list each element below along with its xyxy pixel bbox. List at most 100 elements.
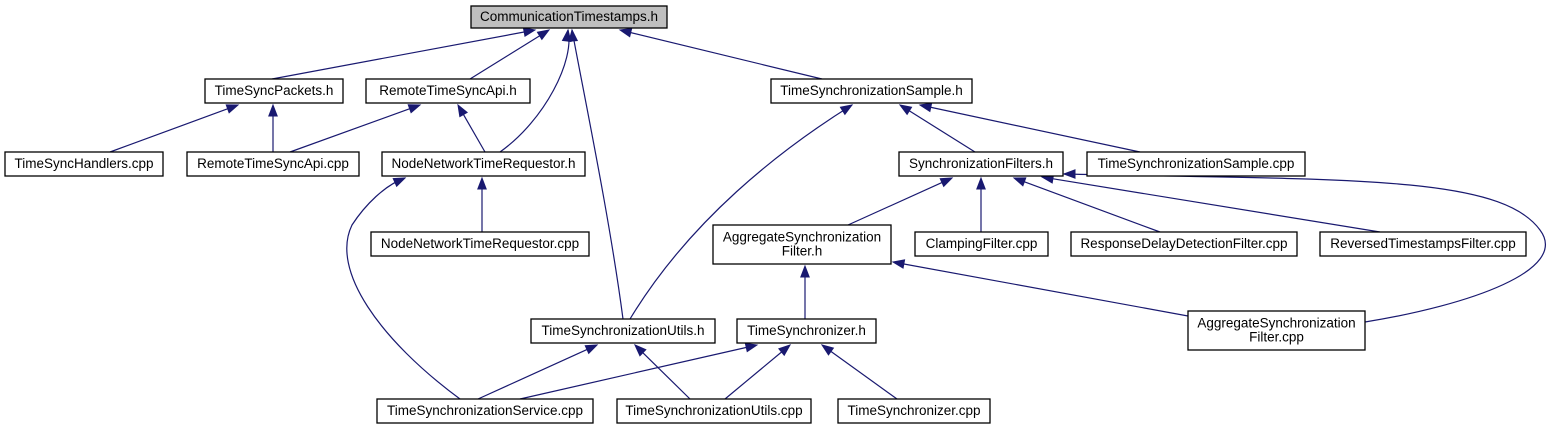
edge-line [828, 349, 898, 400]
node-node-network-time-requestor-cpp[interactable]: NodeNetworkTimeRequestor.cpp [370, 231, 590, 257]
edge-aggregate_synchronization_filter_cpp-to-aggregate_synchronization_filter_h [891, 259, 1189, 317]
edge-remote_time_sync_api_h-to-communication_timestamps_h [469, 29, 551, 80]
edge-remote_time_sync_api_cpp-to-time_sync_packets_h [268, 103, 278, 152]
node-box[interactable] [186, 151, 360, 177]
node-label: AggregateSynchronization [1197, 316, 1355, 331]
node-box[interactable] [616, 398, 812, 424]
node-box[interactable] [1070, 231, 1298, 257]
edge-arrowhead [568, 28, 579, 42]
node-time-synchronization-utils-h[interactable]: TimeSynchronizationUtils.h [530, 318, 716, 344]
edge-clamping_filter_cpp-to-synchronization_filters_h [976, 176, 986, 232]
node-box[interactable] [376, 398, 594, 424]
edge-line [346, 177, 461, 400]
edge-arrowhead [744, 342, 759, 353]
edge-line [461, 112, 486, 153]
edge-aggregate_synchronization_filter_cpp-to-synchronization_filters_h [1062, 169, 1546, 323]
edge-arrowhead [976, 176, 986, 190]
edge-line [847, 181, 945, 226]
edge-arrowhead [820, 344, 835, 356]
node-label: TimeSynchronizationUtils.h [541, 323, 704, 338]
node-remote-time-sync-api-cpp[interactable]: RemoteTimeSyncApi.cpp [186, 151, 360, 177]
node-label: TimeSyncPackets.h [215, 83, 334, 98]
node-label: AggregateSynchronization [723, 230, 881, 245]
edge-arrowhead [536, 29, 551, 41]
node-box[interactable] [4, 151, 164, 177]
node-label: TimeSynchronizer.h [747, 323, 866, 338]
node-box[interactable] [1319, 231, 1527, 257]
edge-arrowhead [561, 28, 572, 43]
node-synchronization-filters-h[interactable]: SynchronizationFilters.h [898, 151, 1064, 177]
node-box[interactable] [736, 318, 877, 344]
node-communication-timestamps-h[interactable]: CommunicationTimestamps.h [470, 5, 668, 29]
node-label: ReversedTimestampsFilter.cpp [1330, 236, 1516, 251]
edge-arrowhead [1062, 169, 1076, 179]
edge-arrowhead [1012, 177, 1027, 187]
edge-arrowhead [584, 344, 599, 355]
node-box[interactable] [370, 231, 590, 257]
edge-remote_time_sync_api_cpp-to-remote_time_sync_api_h [289, 104, 422, 153]
edge-aggregate_synchronization_filter_h-to-synchronization_filters_h [847, 177, 954, 226]
node-response-delay-detection-filter-cpp[interactable]: ResponseDelayDetectionFilter.cpp [1070, 231, 1298, 257]
edge-line [1063, 173, 1546, 323]
node-time-synchronizer-cpp[interactable]: TimeSynchronizer.cpp [837, 398, 991, 424]
edge-time_synchronizer_cpp-to-time_synchronizer_h [820, 344, 898, 400]
node-label: TimeSynchronizationUtils.cpp [625, 403, 802, 418]
node-box[interactable] [470, 5, 668, 29]
node-box[interactable] [381, 151, 586, 177]
node-box[interactable] [770, 78, 973, 104]
node-label: TimeSynchronizer.cpp [847, 403, 980, 418]
edge-node_network_time_requestor_h-to-remote_time_sync_api_h [457, 103, 486, 153]
node-label: RemoteTimeSyncApi.cpp [197, 156, 349, 171]
edge-time_synchronizer_h-to-aggregate_synchronization_filter_h [800, 264, 810, 319]
edge-arrowhead [633, 344, 647, 357]
node-box[interactable] [1187, 310, 1366, 351]
node-box[interactable] [712, 224, 892, 265]
node-label: SynchronizationFilters.h [909, 156, 1053, 171]
edge-arrowhead [898, 104, 913, 116]
node-node-network-time-requestor-h[interactable]: NodeNetworkTimeRequestor.h [381, 151, 586, 177]
node-time-sync-handlers-cpp[interactable]: TimeSyncHandlers.cpp [4, 151, 164, 177]
edge-arrowhead [891, 259, 906, 269]
edge-arrowhead [392, 177, 407, 188]
node-box[interactable] [898, 151, 1064, 177]
node-clamping-filter-cpp[interactable]: ClampingFilter.cpp [914, 231, 1049, 257]
edge-arrowhead [939, 177, 954, 188]
node-box[interactable] [837, 398, 991, 424]
edge-time_synchronization_utils_h-to-communication_timestamps_h [568, 28, 624, 320]
node-reversed-timestamps-filter-cpp[interactable]: ReversedTimestampsFilter.cpp [1319, 231, 1527, 257]
edge-time_synchronization_service_cpp-to-node_network_time_requestor_h [346, 177, 461, 400]
edge-node_network_time_requestor_cpp-to-node_network_time_requestor_h [477, 176, 487, 232]
edge-response_delay_detection_filter_cpp-to-synchronization_filters_h [1012, 177, 1161, 233]
node-time-synchronizer-h[interactable]: TimeSynchronizer.h [736, 318, 877, 344]
edge-time_synchronization_service_cpp-to-time_synchronizer_h [519, 342, 759, 400]
node-label: TimeSyncHandlers.cpp [14, 156, 153, 171]
edge-line [469, 34, 542, 80]
node-time-synchronization-service-cpp[interactable]: TimeSynchronizationService.cpp [376, 398, 594, 424]
node-time-synchronization-sample-cpp[interactable]: TimeSynchronizationSample.cpp [1086, 151, 1306, 177]
node-box[interactable] [204, 78, 344, 104]
edge-arrowhead [522, 27, 537, 37]
node-time-synchronization-utils-cpp[interactable]: TimeSynchronizationUtils.cpp [616, 398, 812, 424]
edge-reversed_timestamps_filter_cpp-to-synchronization_filters_h [1040, 173, 1381, 233]
node-time-synchronization-sample-h[interactable]: TimeSynchronizationSample.h [770, 78, 973, 104]
edge-line [724, 350, 784, 400]
node-box[interactable] [1086, 151, 1306, 177]
edge-arrowhead [839, 104, 854, 116]
node-remote-time-sync-api-h[interactable]: RemoteTimeSyncApi.h [365, 78, 531, 104]
edge-arrowhead [407, 104, 422, 114]
node-box[interactable] [914, 231, 1049, 257]
node-label: TimeSynchronizationSample.h [780, 83, 963, 98]
edge-time_synchronization_sample_cpp-to-time_synchronization_sample_h [918, 102, 1141, 153]
edge-time_sync_handlers_cpp-to-time_sync_packets_h [109, 104, 240, 153]
node-time-sync-packets-h[interactable]: TimeSyncPackets.h [204, 78, 344, 104]
edge-line [1022, 180, 1161, 233]
edge-time_synchronization_utils_cpp-to-time_synchronization_utils_h [633, 344, 691, 400]
edge-time_synchronization_utils_h-to-time_synchronization_sample_h [629, 104, 854, 320]
edge-arrowhead [778, 344, 792, 357]
node-box[interactable] [365, 78, 531, 104]
node-label: CommunicationTimestamps.h [480, 9, 658, 24]
node-box[interactable] [530, 318, 716, 344]
edge-line [641, 350, 691, 400]
